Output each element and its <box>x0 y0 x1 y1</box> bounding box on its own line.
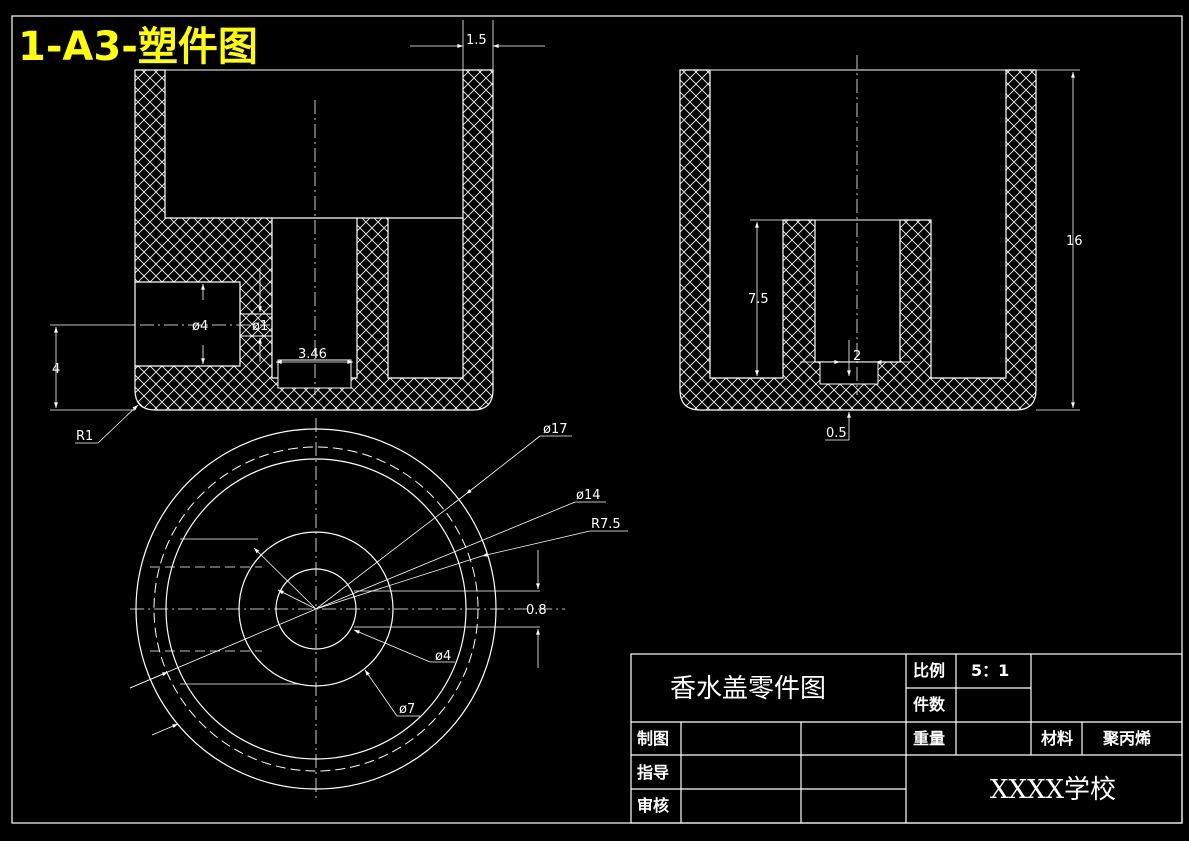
dim-height-4: 4 <box>52 362 60 377</box>
left-section-view <box>50 20 545 444</box>
school-name: XXXX学校 <box>990 775 1116 805</box>
count-label: 件数 <box>913 695 946 714</box>
dim-radius-1: R1 <box>76 429 93 444</box>
dim-dia-14: ø14 <box>576 488 601 503</box>
drawing-border <box>11 15 1183 824</box>
material-value: 聚丙烯 <box>1102 729 1151 748</box>
dim-radius-7-5: R7.5 <box>591 517 621 532</box>
scale-label: 比例 <box>913 661 945 680</box>
dim-boss-width: 3.46 <box>298 347 327 362</box>
material-label: 材料 <box>1041 729 1073 748</box>
dim-hole-dia-4: ø4 <box>192 319 208 334</box>
boss-cut <box>277 359 352 389</box>
dim-dia-4-plan: ø4 <box>435 649 451 664</box>
right-section-view <box>679 55 1080 441</box>
part-name: 香水盖零件图 <box>670 674 826 704</box>
dim-height-7-5: 7.5 <box>748 292 769 307</box>
plan-view <box>129 418 628 800</box>
dim-offset-0-8: 0.8 <box>526 603 547 618</box>
dim-thickness-0-5: 0.5 <box>826 426 847 441</box>
dim-dia-7: ø7 <box>399 702 415 717</box>
dim-height-16: 16 <box>1066 234 1083 249</box>
dim-dia-17: ø17 <box>543 422 568 437</box>
scale-value: 5：1 <box>971 661 1009 680</box>
drawn-by-label: 制图 <box>637 729 669 748</box>
guide-label: 指导 <box>637 763 669 782</box>
weight-label: 重量 <box>913 729 945 748</box>
left-section-hatch <box>134 69 494 411</box>
review-label: 审核 <box>637 796 669 815</box>
dim-wall-thickness: 1.5 <box>466 33 487 48</box>
dim-width-2: 2 <box>853 349 861 364</box>
title-block <box>630 653 1183 824</box>
sheet-label: 1-A3-塑件图 <box>18 24 258 70</box>
dim-hole-dia-1: ø1 <box>252 319 268 334</box>
